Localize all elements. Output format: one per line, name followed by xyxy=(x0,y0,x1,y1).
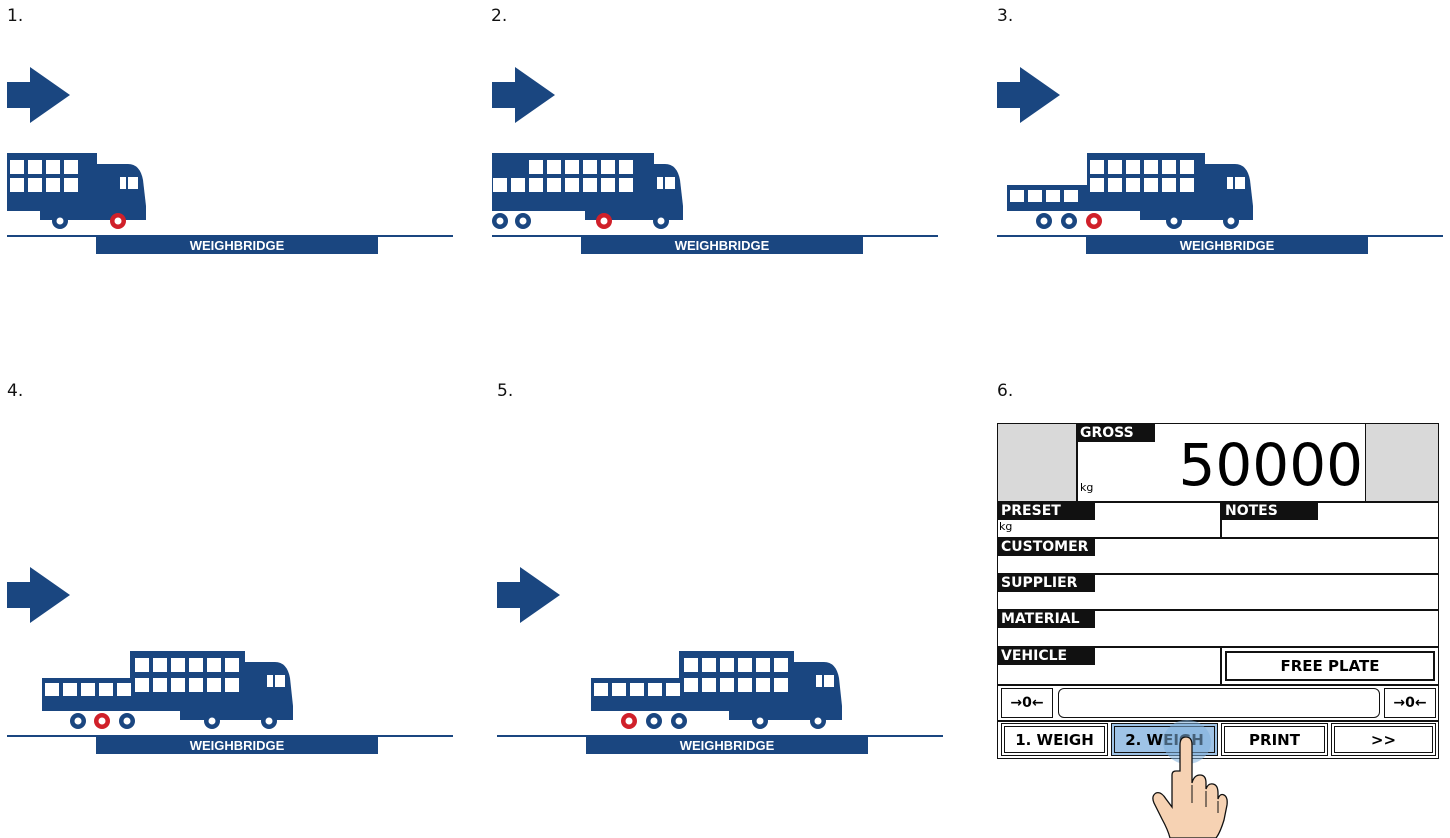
next-page-label: >> xyxy=(1370,730,1397,749)
step-4-diagram: WEIGHBRIDGE xyxy=(7,567,453,754)
step-3-diagram: WEIGHBRIDGE xyxy=(997,67,1443,254)
first-weigh-label: 1. WEIGH xyxy=(1015,730,1094,749)
weighbridge-label-4: WEIGHBRIDGE xyxy=(190,738,285,753)
zero-status-field xyxy=(1058,688,1380,718)
next-page-button[interactable]: >> xyxy=(1331,723,1436,756)
step-1-diagram: WEIGHBRIDGE xyxy=(7,67,453,254)
truck-icon xyxy=(7,153,146,229)
preset-label: PRESET xyxy=(998,502,1095,520)
material-label: MATERIAL xyxy=(998,610,1095,628)
step-number-4: 4. xyxy=(7,381,24,401)
step-number-5: 5. xyxy=(497,381,514,401)
zero-left-button[interactable]: →0← xyxy=(1001,688,1053,718)
weighbridge-label-3: WEIGHBRIDGE xyxy=(1180,238,1275,253)
vehicle-label: VEHICLE xyxy=(998,647,1095,665)
zero-left-label: →0← xyxy=(1010,695,1044,711)
arrow-right-icon xyxy=(997,67,1060,123)
truck-icon xyxy=(591,651,842,729)
gross-label: GROSS xyxy=(1077,424,1155,442)
zero-right-button[interactable]: →0← xyxy=(1384,688,1436,718)
step-2-diagram: WEIGHBRIDGE xyxy=(492,67,938,254)
first-weigh-button[interactable]: 1. WEIGH xyxy=(1001,723,1108,756)
preset-unit: kg xyxy=(999,520,1013,533)
gross-left-panel xyxy=(998,424,1076,501)
truck-icon xyxy=(1007,153,1253,229)
weighbridge-label-1: WEIGHBRIDGE xyxy=(190,238,285,253)
weighing-terminal: GROSS kg 50000 PRESET kg NOTES CUSTOMER … xyxy=(997,423,1439,759)
arrow-right-icon xyxy=(7,67,70,123)
print-label: PRINT xyxy=(1249,730,1300,749)
notes-label: NOTES xyxy=(1222,502,1318,520)
weighbridge-label-2: WEIGHBRIDGE xyxy=(675,238,770,253)
gross-right-panel xyxy=(1365,424,1438,501)
step-number-6: 6. xyxy=(997,381,1014,401)
step-number-1: 1. xyxy=(7,6,24,26)
step-number-3: 3. xyxy=(997,6,1014,26)
supplier-label: SUPPLIER xyxy=(998,574,1095,592)
print-button[interactable]: PRINT xyxy=(1221,723,1328,756)
weighbridge-label-5: WEIGHBRIDGE xyxy=(680,738,775,753)
customer-label: CUSTOMER xyxy=(998,538,1095,556)
step-5-diagram: WEIGHBRIDGE xyxy=(497,567,943,754)
gross-unit: kg xyxy=(1080,481,1094,494)
truck-icon xyxy=(492,153,683,229)
arrow-right-icon xyxy=(7,567,70,623)
zero-right-label: →0← xyxy=(1393,695,1427,711)
arrow-right-icon xyxy=(492,67,555,123)
free-plate-label: FREE PLATE xyxy=(1280,657,1380,675)
free-plate-button[interactable]: FREE PLATE xyxy=(1225,651,1435,681)
hand-pointer-icon xyxy=(1152,720,1228,838)
gross-value: 50000 xyxy=(1178,431,1363,499)
truck-icon xyxy=(42,651,293,729)
arrow-right-icon xyxy=(497,567,560,623)
step-number-2: 2. xyxy=(491,6,508,26)
